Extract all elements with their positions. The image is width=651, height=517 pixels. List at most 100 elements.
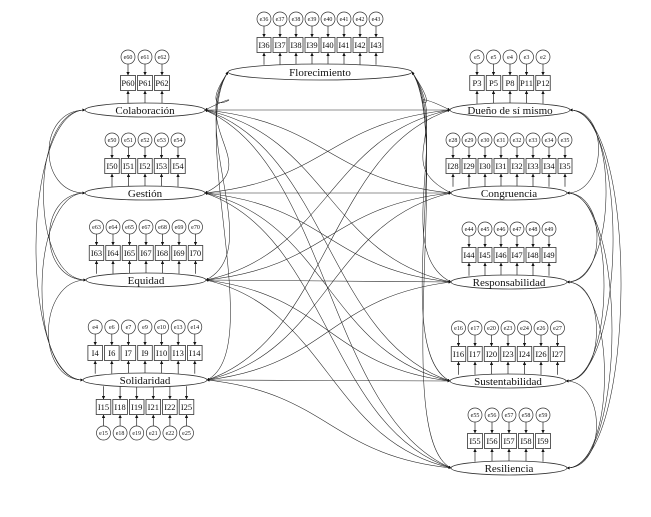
error-term-label: e68: [158, 225, 167, 231]
indicator-label: I41: [338, 40, 349, 50]
indicator-label: I25: [181, 402, 192, 412]
error-term-circle: [171, 219, 187, 235]
indicator-label: I29: [463, 161, 474, 171]
error-term-circle: [493, 221, 509, 237]
error-term-circle: [525, 221, 541, 237]
error-term-circle: [145, 425, 161, 441]
error-term-circle: [188, 219, 203, 235]
latent-factor-label: Gestión: [128, 188, 163, 200]
latent-factor-group: I63e63I64e64I65e65I67e67I68e68I69e69I70e…: [85, 219, 207, 288]
model-nodes: I36e36I37e37I38e38I39e39I40e40I41e41I42e…: [82, 11, 573, 476]
indicator-label: I30: [479, 161, 490, 171]
covariance-path: [206, 378, 451, 383]
error-term-label: e16: [454, 326, 463, 332]
error-term-label: e44: [465, 227, 474, 233]
indicator-box: [154, 75, 170, 91]
error-term-label: e3: [524, 55, 530, 61]
indicator-box: [105, 245, 121, 261]
error-term-circle: [517, 320, 532, 336]
error-term-label: e2: [540, 55, 546, 61]
error-term-label: e53: [157, 138, 166, 144]
indicator-label: I16: [453, 349, 464, 359]
error-term-circle: [525, 132, 541, 148]
error-term-label: e28: [449, 138, 458, 144]
error-term-label: e55: [471, 413, 480, 419]
indicator-label: P11: [520, 78, 533, 88]
indicator-box: [368, 37, 384, 53]
indicator-box: [500, 346, 516, 362]
indicator-box: [516, 346, 533, 362]
indicator-label: I28: [447, 161, 458, 171]
error-term-circle: [89, 219, 104, 235]
indicator-label: I58: [520, 436, 531, 446]
error-term-label: e50: [108, 138, 117, 144]
error-term-circle: [368, 11, 384, 27]
indicator-box: [153, 345, 170, 361]
indicator-label: P12: [536, 78, 549, 88]
indicator-box: [518, 433, 534, 449]
latent-factor-ellipse: [449, 373, 567, 389]
indicator-label: I19: [131, 402, 142, 412]
indicator-box: [120, 75, 136, 91]
error-term-label: e54: [174, 138, 183, 144]
error-term-circle: [541, 221, 557, 237]
error-term-label: e60: [124, 55, 133, 61]
error-term-circle: [138, 219, 154, 235]
indicator-label: I63: [91, 248, 102, 258]
error-term-label: e69: [175, 225, 184, 231]
latent-factor-label: Dueño de sí mismo: [467, 105, 553, 117]
error-term-circle: [170, 132, 186, 148]
indicator-box: [138, 245, 154, 261]
error-term-circle: [451, 320, 466, 336]
indicator-box: [502, 75, 518, 91]
error-term-label: e15: [99, 431, 108, 437]
covariance-path: [204, 108, 451, 195]
indicator-label: I43: [370, 40, 381, 50]
error-term-label: e9: [142, 325, 148, 331]
error-term-circle: [137, 49, 153, 65]
indicator-box: [469, 75, 485, 91]
indicator-label: I37: [274, 40, 285, 50]
indicator-box: [88, 245, 105, 261]
error-term-circle: [484, 320, 499, 336]
indicator-label: I64: [107, 248, 119, 258]
error-term-circle: [304, 11, 320, 27]
indicator-label: I22: [164, 402, 175, 412]
error-term-label: e56: [488, 413, 497, 419]
indicator-label: I6: [108, 348, 115, 358]
error-term-label: e42: [356, 17, 365, 23]
error-term-circle: [137, 132, 153, 148]
error-term-circle: [129, 425, 145, 441]
latent-factor-label: Solidaridad: [120, 375, 171, 387]
latent-factor-label: Congruencia: [481, 188, 537, 200]
error-term-circle: [87, 319, 103, 335]
indicator-label: I27: [552, 349, 563, 359]
error-term-circle: [509, 221, 525, 237]
error-term-circle: [137, 319, 153, 335]
covariance-path: [411, 71, 452, 469]
error-term-label: e19: [132, 431, 141, 437]
covariance-path: [206, 109, 451, 381]
error-term-circle: [533, 320, 549, 336]
indicator-label: P62: [155, 78, 168, 88]
indicator-label: I65: [124, 248, 135, 258]
covariance-path: [411, 71, 451, 111]
latent-factor-ellipse: [227, 63, 413, 81]
latent-factor-ellipse: [450, 185, 568, 201]
error-term-circle: [535, 49, 551, 65]
indicator-box: [288, 37, 304, 53]
covariance-path: [204, 71, 230, 194]
error-term-label: e4: [507, 55, 513, 61]
indicator-box: [445, 158, 461, 174]
error-term-circle: [352, 11, 368, 27]
indicator-label: I7: [125, 348, 132, 358]
indicator-box: [493, 158, 509, 174]
covariance-path: [41, 191, 86, 382]
covariance-path: [204, 109, 451, 382]
indicator-label: I59: [537, 436, 548, 446]
error-term-circle: [486, 49, 501, 65]
indicator-label: I4: [92, 348, 100, 358]
error-term-circle: [502, 49, 518, 65]
covariance-path: [205, 278, 452, 284]
